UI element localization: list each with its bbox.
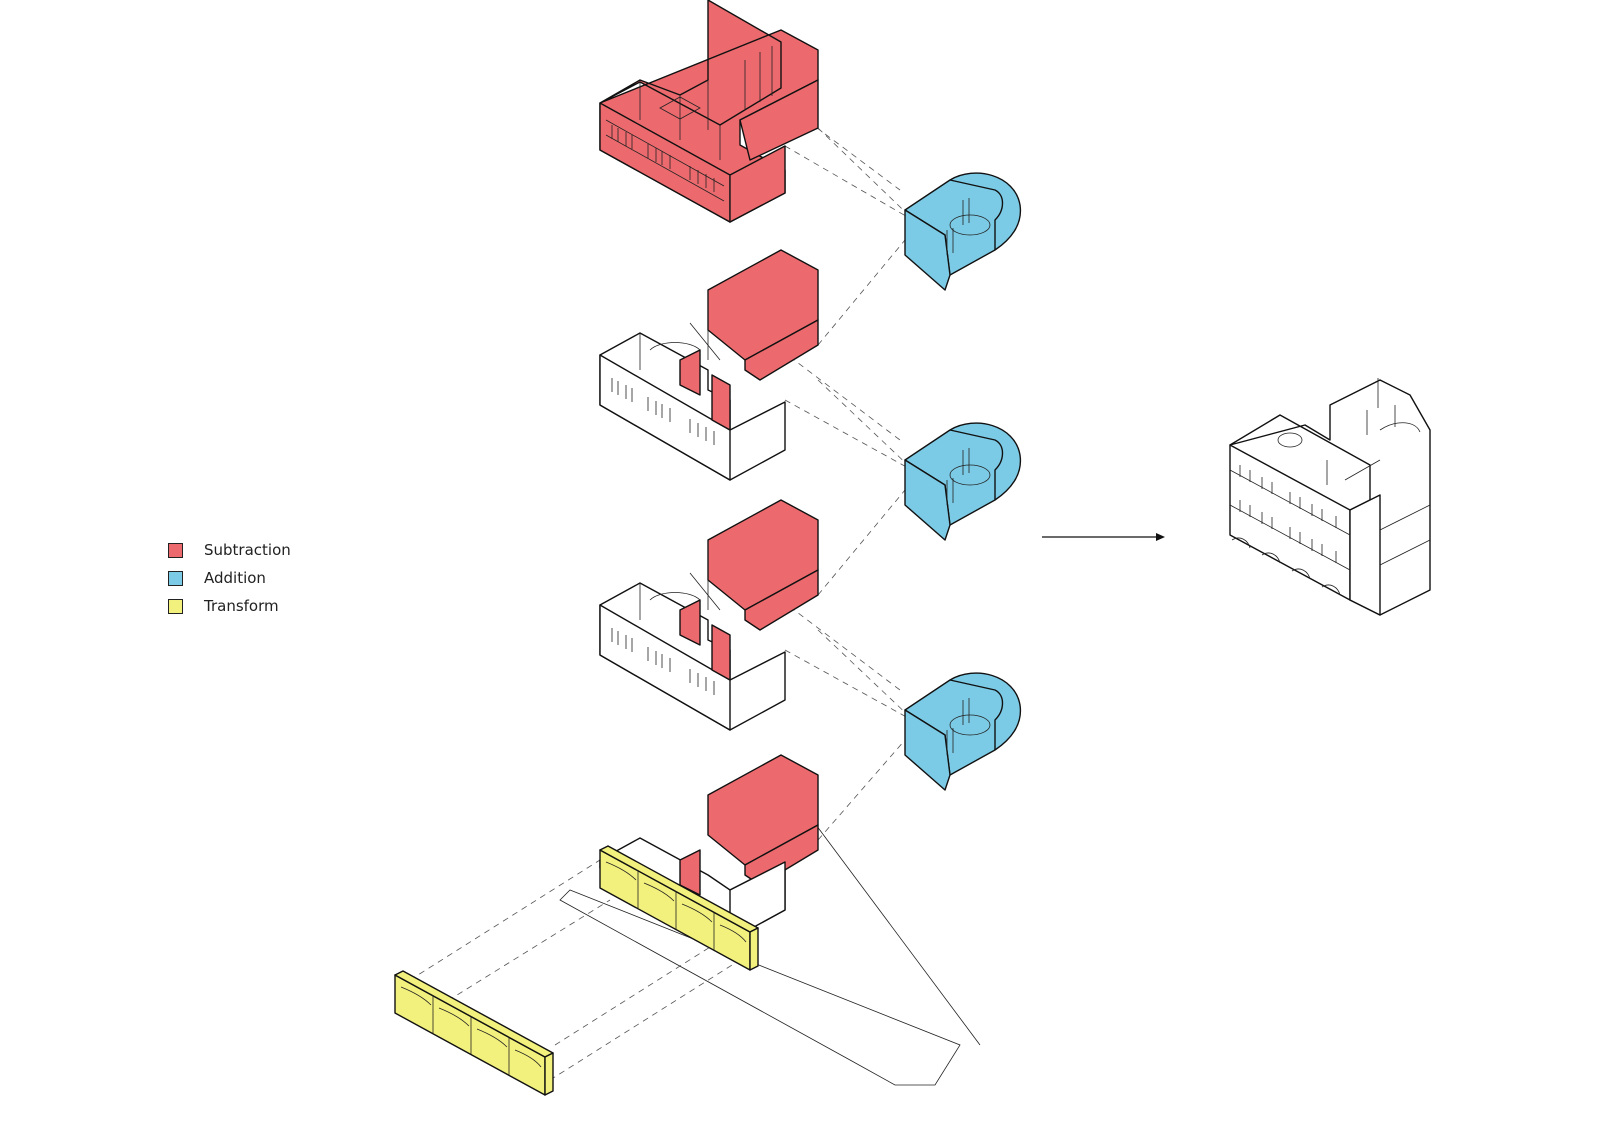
legend-label-transform: Transform [204,597,279,615]
site-outline [559,789,981,1086]
composite-block-3 [599,499,819,731]
subtraction-block-1 [599,0,819,223]
legend-item-subtraction: Subtraction [168,536,291,564]
legend-label-subtraction: Subtraction [204,541,291,559]
legend-item-addition: Addition [168,564,291,592]
arrow-to-result [1042,533,1165,541]
addition-piece-1 [904,172,1022,291]
composite-block-2 [599,249,819,481]
addition-piece-3 [904,672,1022,791]
transform-facade [394,970,554,1096]
legend: Subtraction Addition Transform [168,536,291,620]
final-building [1229,378,1431,616]
legend-item-transform: Transform [168,592,291,620]
legend-label-addition: Addition [204,569,266,587]
addition-piece-2 [904,422,1022,541]
subtraction-swatch [168,542,183,558]
projection-lines [409,100,951,1081]
composite-block-4 [599,754,819,971]
addition-swatch [168,570,183,586]
transform-swatch [168,598,183,614]
